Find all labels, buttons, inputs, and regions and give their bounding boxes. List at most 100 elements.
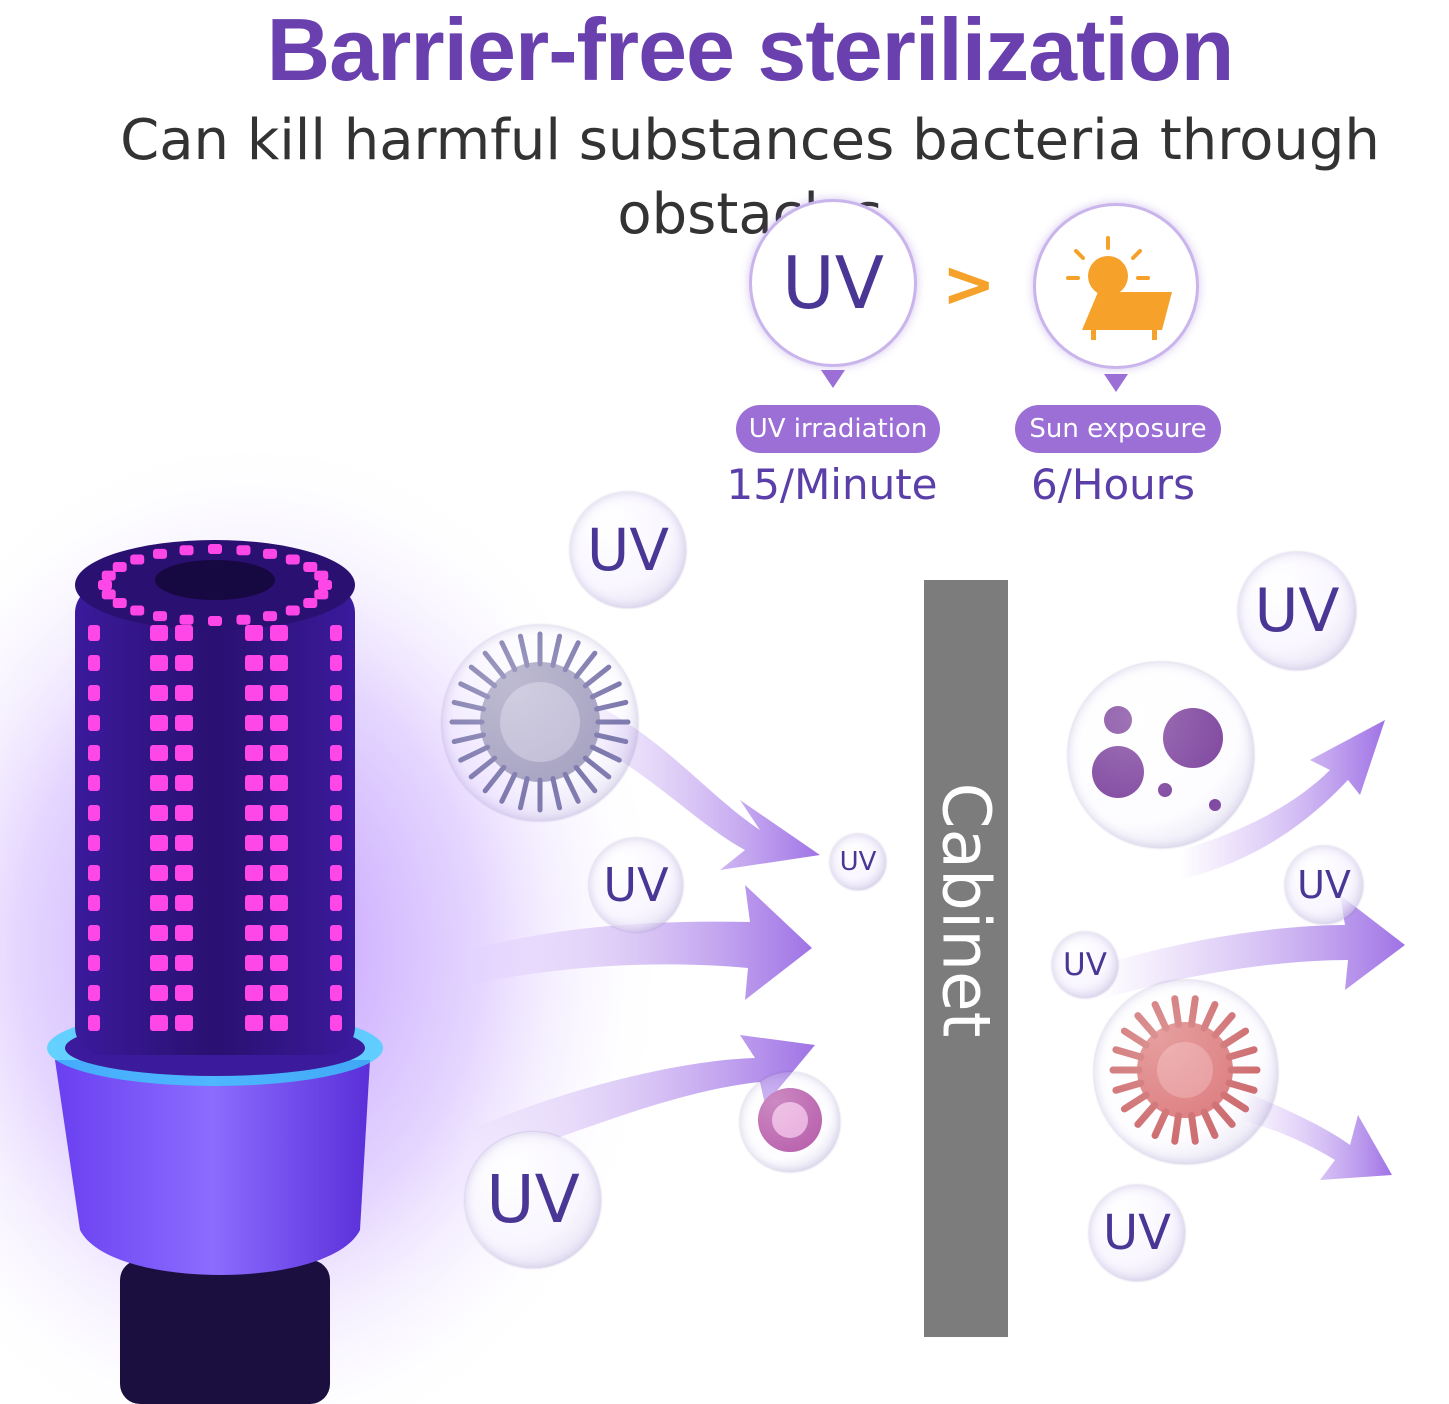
led-chip	[330, 655, 342, 671]
uv-bubble-label: UV	[586, 516, 670, 584]
led-chip	[153, 548, 167, 559]
led-chip	[175, 985, 193, 1001]
led-chip	[314, 570, 329, 581]
led-chip	[270, 985, 288, 1001]
led-chip	[330, 895, 342, 911]
led-chip	[330, 745, 342, 761]
virus-large-gray	[449, 631, 631, 813]
led-chip	[150, 775, 168, 791]
sun-exposure-pill: Sun exposure	[1015, 405, 1221, 453]
virus-spike	[1200, 1001, 1219, 1032]
led-chip	[263, 548, 277, 559]
virus-spike	[451, 732, 486, 745]
led-chip	[245, 925, 263, 941]
uv-bubble-label: UV	[486, 1161, 580, 1238]
led-chip	[150, 955, 168, 971]
virus-spike	[458, 681, 491, 700]
virus-spike	[1151, 1108, 1170, 1139]
uv-bubble-label: UV	[1063, 946, 1107, 983]
virus-spike	[562, 771, 581, 804]
virus-spike	[573, 764, 598, 794]
led-chip	[175, 895, 193, 911]
led-chip	[150, 745, 168, 761]
uv-bubble: UV	[465, 1132, 601, 1268]
virus-spike	[468, 755, 498, 780]
led-chip	[270, 925, 288, 941]
virus-spike	[1112, 1046, 1145, 1061]
greater-than-operator: >	[942, 248, 996, 322]
led-chip	[130, 605, 145, 616]
virus-spike	[582, 755, 612, 780]
sun-pin	[1036, 206, 1196, 366]
led-chip	[330, 955, 342, 971]
cabinet-barrier	[924, 580, 1008, 1337]
led-chip	[270, 625, 288, 641]
led-chip	[330, 625, 342, 641]
virus-spike	[589, 744, 622, 763]
sun-pin-pointer	[1104, 374, 1128, 392]
led-chip	[175, 655, 193, 671]
uv-bubble: UV	[1089, 1185, 1185, 1281]
led-chip	[150, 865, 168, 881]
led-chip	[245, 655, 263, 671]
led-chip	[270, 835, 288, 851]
virus-spike	[1211, 1012, 1236, 1039]
led-chip	[88, 895, 100, 911]
led-chip	[245, 865, 263, 881]
virus-spike	[1225, 1046, 1258, 1061]
virus-spike	[1151, 1001, 1170, 1032]
virus-spike	[594, 699, 629, 712]
led-chip	[150, 835, 168, 851]
germ-bubble	[740, 1072, 840, 1172]
led-chip	[245, 745, 263, 761]
led-chip	[270, 745, 288, 761]
led-chip	[88, 985, 100, 1001]
uv-bubble-label: UV	[839, 847, 877, 877]
led-chip	[270, 655, 288, 671]
led-chip	[175, 805, 193, 821]
led-chip	[208, 616, 222, 626]
flow-arrow-icon	[560, 690, 820, 870]
germ-bubble	[1094, 980, 1278, 1164]
virus-spike	[1112, 1079, 1145, 1094]
led-chip	[88, 955, 100, 971]
led-chip	[150, 715, 168, 731]
led-chip	[112, 598, 127, 608]
led-chip	[245, 955, 263, 971]
uv-bubble: UV	[570, 492, 686, 608]
virus-spike	[562, 640, 581, 673]
led-chip	[245, 1015, 263, 1031]
cabinet-label: Cabinet	[927, 782, 1005, 1038]
led-chip	[270, 685, 288, 701]
led-chip	[175, 775, 193, 791]
flow-arrow-icon	[1100, 895, 1405, 1000]
uv-bubble-label: UV	[603, 858, 669, 912]
led-chip	[270, 865, 288, 881]
virus-spike	[1120, 1027, 1150, 1049]
sun-time-value: 6/Hours	[1031, 460, 1195, 509]
led-chip	[330, 985, 342, 1001]
led-chip	[150, 925, 168, 941]
led-chip	[245, 685, 263, 701]
led-chip	[88, 835, 100, 851]
led-chip	[245, 715, 263, 731]
led-chip	[330, 925, 342, 941]
led-chip	[303, 598, 318, 608]
led-chip	[330, 775, 342, 791]
led-chip	[270, 715, 288, 731]
flow-arrow-icon	[1240, 1090, 1392, 1180]
virus-spike	[1134, 1101, 1159, 1128]
germ-bubble	[442, 625, 638, 821]
led-chip	[175, 955, 193, 971]
led-chip	[285, 554, 300, 565]
uv-bubble-label: UV	[1254, 576, 1340, 646]
virus-spike	[1120, 1091, 1150, 1113]
virus-spike	[1211, 1101, 1236, 1128]
led-chip	[130, 554, 145, 565]
virus-spike	[550, 776, 563, 811]
sun-over-panel-icon	[1066, 236, 1172, 340]
led-chip	[175, 925, 193, 941]
led-chip	[175, 745, 193, 761]
uv-bubble: UV	[1285, 846, 1363, 924]
led-chip	[270, 895, 288, 911]
